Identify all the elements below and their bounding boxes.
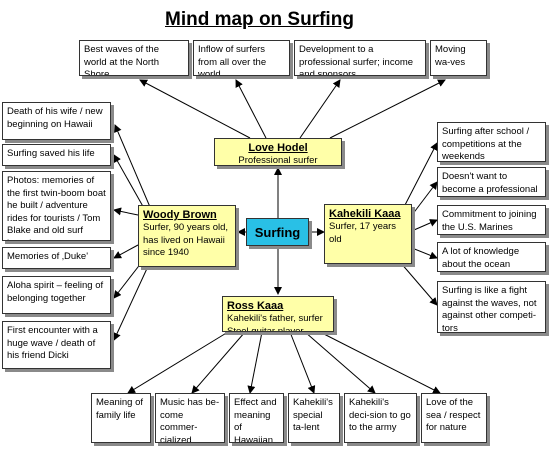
note-right-2: Doesn't want to become a professional su… — [437, 167, 546, 197]
arrow-to-right-2 — [411, 181, 438, 216]
arrow-to-bottom-6 — [319, 331, 441, 394]
arrow-to-left-4 — [113, 244, 139, 259]
arrow-to-bottom-3 — [247, 331, 263, 394]
note-top-2: Inflow of surfers from all over the worl… — [193, 40, 290, 76]
arrow-to-top-4 — [329, 79, 446, 139]
hub-ross-kaaa-desc: Kahekili's father, surfer Steel guitar p… — [227, 313, 323, 332]
arrow-to-bottom-5 — [304, 331, 376, 394]
arrow-to-left-1 — [114, 124, 151, 208]
hub-love-hodel: Love Hodel Professional surfer — [214, 138, 342, 166]
note-bottom-6: Love of the sea / respect for nature — [421, 393, 487, 443]
note-top-4: Moving wa-ves — [430, 40, 487, 76]
note-right-5: Surfing is like a fight against the wave… — [437, 281, 546, 333]
hub-ross-kaaa: Ross Kaaa Kahekili's father, surfer Stee… — [222, 296, 334, 332]
note-bottom-2: Music has be-come commer-cialized — [155, 393, 225, 443]
arrow-to-left-3 — [113, 207, 139, 216]
arrow-to-bottom-1 — [127, 331, 229, 394]
hub-love-hodel-desc: Professional surfer — [238, 155, 318, 166]
note-bottom-4: Kahekili's special ta-lent — [288, 393, 340, 443]
note-top-3: Development to a professional surfer; in… — [294, 40, 426, 76]
note-bottom-5: Kahekili's deci-sion to go to the army — [344, 393, 417, 443]
note-right-3: Commitment to joining the U.S. Marines — [437, 205, 546, 235]
center-topic: Surfing — [246, 218, 309, 246]
note-left-4: Memories of ‚Duke' — [2, 247, 111, 269]
hub-kahekili-kaaa: Kahekili Kaaa Surfer, 17 years old — [324, 204, 412, 264]
arrow-to-top-2 — [235, 79, 267, 139]
note-top-1: Best waves of the world at the North Sho… — [79, 40, 189, 76]
arrow-to-top-3 — [299, 79, 341, 139]
hub-love-hodel-name: Love Hodel — [248, 142, 308, 154]
arrow-to-right-4 — [411, 247, 438, 260]
hub-ross-kaaa-name: Ross Kaaa — [227, 300, 284, 312]
hub-woody-brown-name: Woody Brown — [143, 209, 217, 221]
note-right-1: Surfing after school / competitions at t… — [437, 122, 546, 162]
arrow-to-right-1 — [404, 142, 438, 206]
arrow-to-left-2 — [113, 154, 146, 211]
hub-kahekili-kaaa-desc: Surfer, 17 years old — [329, 221, 397, 245]
note-bottom-3: Effect and meaning of Hawaiian music — [229, 393, 284, 443]
note-bottom-1: Meaning of family life — [91, 393, 151, 443]
note-left-2: Surfing saved his life — [2, 144, 111, 166]
arrow-to-bottom-2 — [191, 331, 246, 394]
hub-kahekili-kaaa-name: Kahekili Kaaa — [329, 208, 401, 220]
note-left-3: Photos: memories of the first twin-boom … — [2, 171, 111, 241]
note-left-6: First encounter with a huge wave / death… — [2, 321, 111, 369]
note-left-5: Aloha spirit – feeling of belonging toge… — [2, 276, 111, 314]
arrow-to-right-3 — [413, 219, 438, 231]
note-right-4: A lot of knowledge about the ocean neces… — [437, 242, 546, 272]
hub-woody-brown: Woody Brown Surfer, 90 years old, has li… — [138, 205, 236, 267]
note-left-1: Death of his wife / new beginning on Haw… — [2, 102, 111, 140]
hub-woody-brown-desc: Surfer, 90 years old, has lived on Hawai… — [143, 222, 229, 258]
arrow-to-bottom-4 — [289, 331, 316, 394]
arrow-to-right-5 — [399, 261, 438, 306]
arrow-to-left-6 — [113, 261, 151, 341]
arrow-to-top-1 — [139, 79, 251, 139]
page-title: Mind map on Surfing — [165, 9, 354, 30]
